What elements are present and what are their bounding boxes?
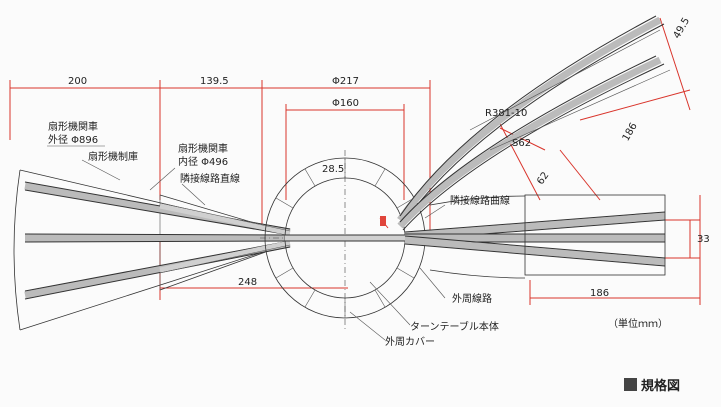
dim-phi160: Φ160 [332,98,359,109]
label-fan-outer-dia: 外径 Φ896 [48,133,98,146]
figure-title-text: 規格図 [641,378,680,394]
label-adjacent-curve: 隣接線路曲線 [450,194,510,207]
label-turntable-body: ターンテーブル本体 [410,320,499,333]
dim-248: 248 [238,277,257,288]
leader-lines [47,145,446,341]
label-adjacent-straight: 隣接線路直線 [180,172,240,185]
text-labels: 扇形機関車 外径 Φ896 扇形機制庫 扇形機関車 内径 Φ496 隣接線路直線… [48,120,668,348]
label-fan-ground: 扇形機制庫 [88,150,138,163]
dim-33: 33 [697,234,710,245]
label-unit: （単位ｍｍ） [608,317,668,330]
dim-200: 200 [68,76,87,87]
dim-49-5: 49.5 [672,16,693,41]
dim-phi217: Φ217 [332,76,359,87]
dim-62: 62 [535,170,551,187]
title-square-icon [624,378,637,391]
dim-s62: S62 [512,138,531,149]
dim-186-upper: 186 [621,121,640,143]
label-outer-cover: 外周カバー [385,336,435,348]
label-fan-inner-dia: 内径 Φ496 [178,155,228,168]
dim-28-5: 28.5 [322,164,344,175]
dim-r381: R381-10 [485,108,527,119]
marker [380,216,386,226]
label-fan-inner-name: 扇形機関車 [178,142,228,155]
dim-139-5: 139.5 [200,76,229,87]
figure-title: 規格図 [624,378,680,394]
dim-186-lower: 186 [590,288,609,299]
dimension-lines [9,17,701,305]
label-outer-track: 外周線路 [452,292,492,305]
left-tracks [24,181,291,300]
right-tracks [380,15,671,279]
label-fan-outer-name: 扇形機関車 [48,120,98,133]
